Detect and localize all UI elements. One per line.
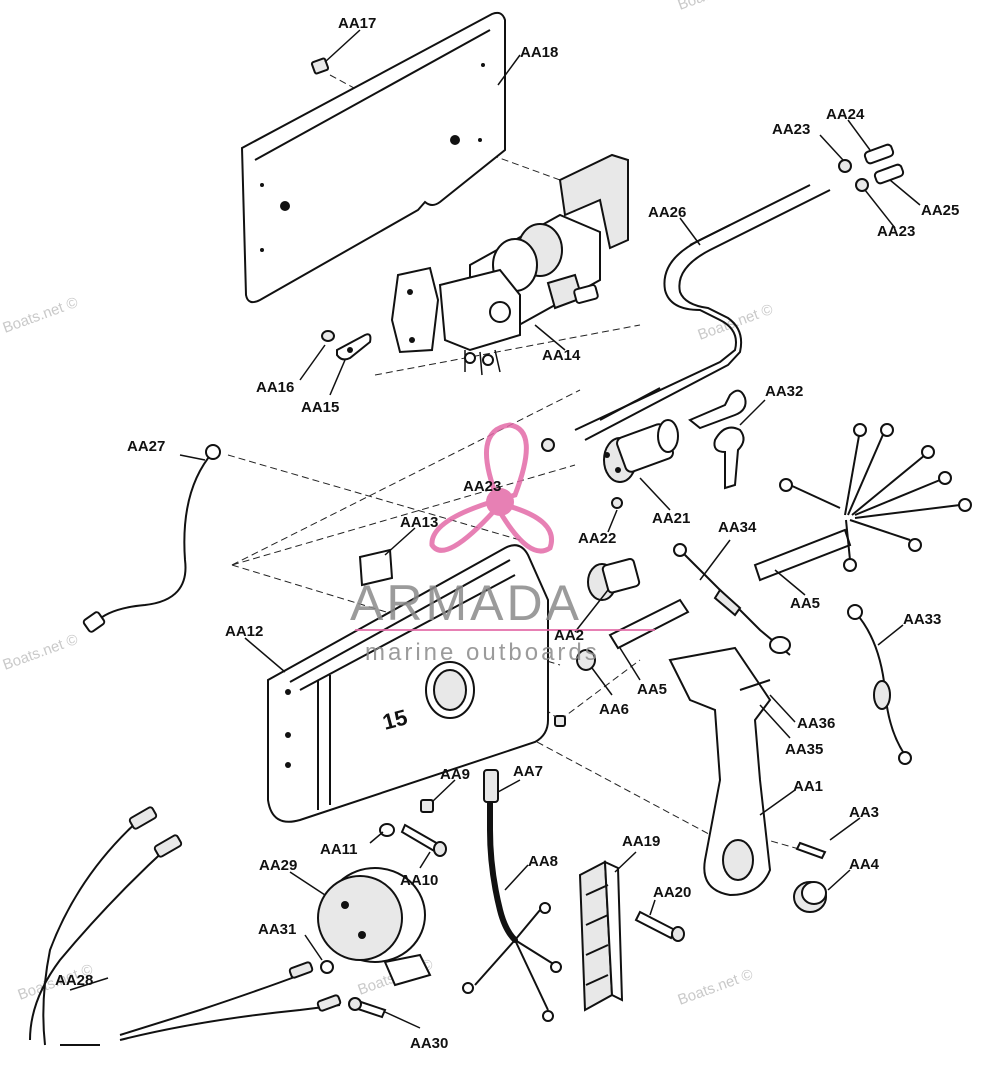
label-aa3: AA3 <box>849 804 879 821</box>
watermark-text: Boats.net © <box>676 0 756 14</box>
label-aa30: AA30 <box>410 1035 448 1052</box>
hour-meter <box>317 867 432 987</box>
label-aa9: AA9 <box>440 766 470 783</box>
washer-icon <box>321 330 335 342</box>
label-aa1: AA1 <box>793 778 823 795</box>
cover-plate <box>240 11 506 304</box>
ignition-keys <box>688 389 747 490</box>
bracket-plate <box>336 333 372 361</box>
label-aa26: AA26 <box>648 204 686 221</box>
kill-switch-lanyard <box>847 604 912 765</box>
label-aa14: AA14 <box>542 347 581 364</box>
label-aa29: AA29 <box>259 857 297 874</box>
label-aa7: AA7 <box>513 763 543 780</box>
nut-icon <box>576 649 596 671</box>
gauge-leads <box>119 961 342 1041</box>
armada-watermark: ARMADA marine outboards <box>350 422 655 666</box>
label-aa18: AA18 <box>520 44 558 61</box>
label-aa4: AA4 <box>849 856 880 873</box>
label-aa23: AA23 <box>772 121 810 138</box>
label-aa24: AA24 <box>826 106 865 123</box>
control-lever <box>668 646 772 897</box>
choke-switch <box>587 557 641 601</box>
watermark-text: Boats.net © <box>676 966 756 1009</box>
label-aa27: AA27 <box>127 438 165 455</box>
sensor-cable <box>462 769 562 1022</box>
label-aa10: AA10 <box>400 872 438 889</box>
label-aa17: AA17 <box>338 15 376 32</box>
label-aa22: AA22 <box>578 530 616 547</box>
cap-icon <box>793 881 827 913</box>
label-aa8: AA8 <box>528 853 558 870</box>
watermark-text: Boats.net © <box>1 294 81 337</box>
screw-icon <box>795 841 827 860</box>
clip <box>358 548 394 587</box>
wire-harness <box>779 423 972 572</box>
brand-name: ARMADA <box>350 575 582 631</box>
watermark-text: Boats.net © <box>1 631 81 674</box>
label-aa23: AA23 <box>877 223 915 240</box>
rod <box>608 598 690 650</box>
brand-tagline: marine outboards <box>365 639 600 666</box>
label-aa2: AA2 <box>554 627 584 644</box>
tach-wires <box>29 806 183 1046</box>
control-mechanism <box>390 153 629 376</box>
screw-icon <box>348 997 387 1019</box>
washer-icon <box>320 960 334 974</box>
label-aa25: AA25 <box>921 202 959 219</box>
bolt-icon <box>400 823 447 857</box>
washer-icon <box>379 823 395 837</box>
screw-icon <box>310 57 330 75</box>
ignition-switch <box>603 419 679 483</box>
screw-icon <box>420 799 434 813</box>
label-aa15: AA15 <box>301 399 339 416</box>
label-aa28: AA28 <box>55 972 93 989</box>
label-aa34: AA34 <box>718 519 757 536</box>
label-aa6: AA6 <box>599 701 629 718</box>
label-aa23: AA23 <box>463 478 501 495</box>
label-aa11: AA11 <box>320 841 358 858</box>
label-aa19: AA19 <box>622 833 660 850</box>
label-aa32: AA32 <box>765 383 803 400</box>
control-housing: 15 <box>267 544 566 823</box>
bolt-icon <box>634 910 685 942</box>
label-aa31: AA31 <box>258 921 296 938</box>
part-labels: AA17 AA18 AA24 AA23 AA25 AA23 AA26 AA14 … <box>55 15 959 1052</box>
terminal-block <box>578 860 624 1012</box>
label-aa35: AA35 <box>785 741 823 758</box>
label-aa13: AA13 <box>400 514 438 531</box>
label-aa5: AA5 <box>790 595 820 612</box>
nut-icon <box>541 438 623 509</box>
leader-lines <box>69 29 921 1029</box>
ground-wire <box>82 444 221 633</box>
propeller-logo <box>429 422 554 554</box>
label-aa12: AA12 <box>225 623 263 640</box>
cable-fittings <box>838 143 905 192</box>
rod <box>753 528 852 582</box>
label-aa16: AA16 <box>256 379 294 396</box>
label-aa20: AA20 <box>653 884 691 901</box>
label-aa36: AA36 <box>797 715 835 732</box>
safety-lanyard <box>673 543 791 656</box>
label-aa21: AA21 <box>652 510 690 527</box>
label-aa33: AA33 <box>903 611 941 628</box>
label-aa5: AA5 <box>637 681 667 698</box>
